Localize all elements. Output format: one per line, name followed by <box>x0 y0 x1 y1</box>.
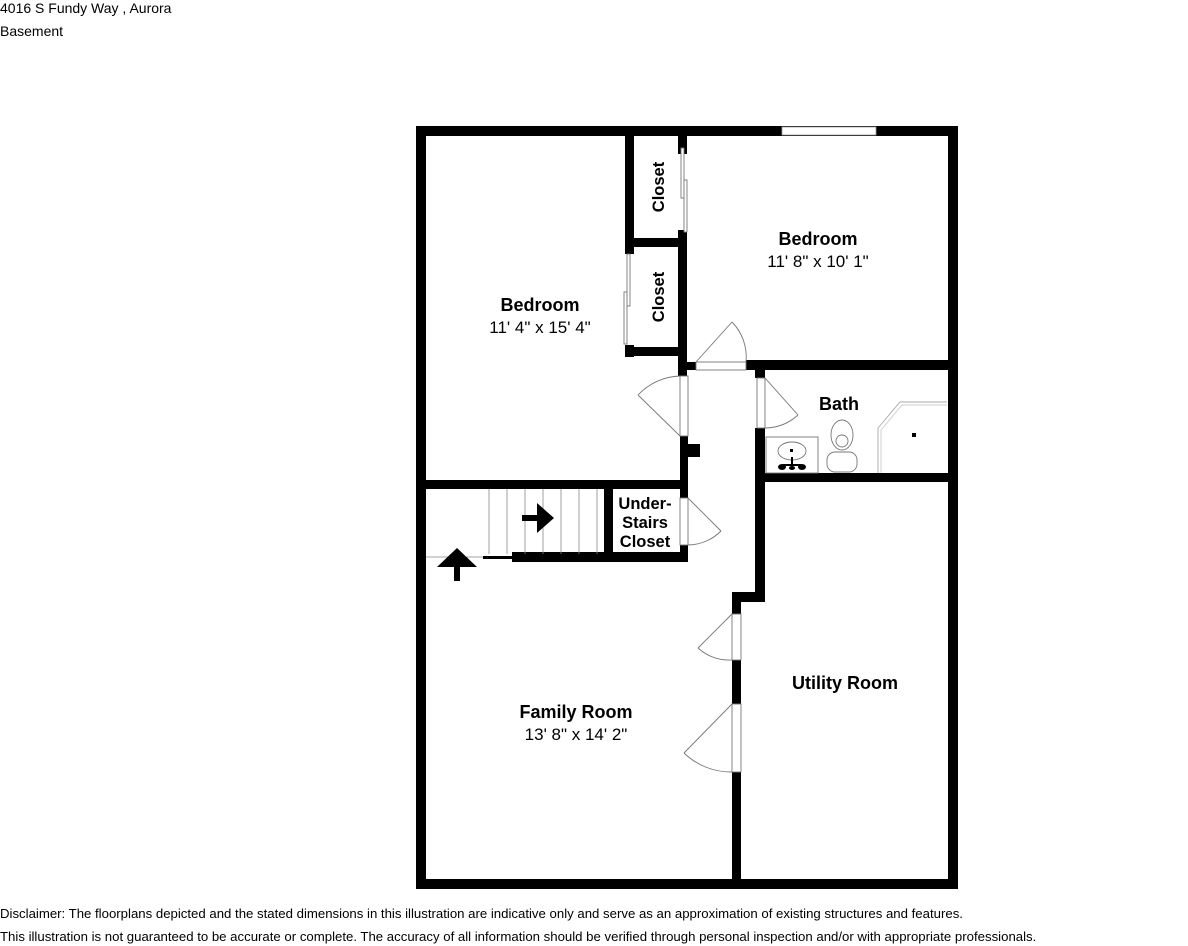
bath-fixtures <box>765 401 947 474</box>
shower-drain-icon <box>912 433 916 437</box>
doors <box>623 147 799 773</box>
room-label-closet-lower: Closet <box>650 271 668 322</box>
room-label-bedroom-left: Bedroom <box>500 295 579 315</box>
room-label-under-stairs-3: Closet <box>620 533 671 551</box>
outer-walls <box>416 126 958 889</box>
stair-arrow-right-icon <box>522 503 554 533</box>
room-label-utility-room: Utility Room <box>792 673 898 693</box>
room-dims-bedroom-left: 11' 4" x 15' 4" <box>489 318 590 337</box>
staircase <box>426 489 598 558</box>
floor-level-label: Basement <box>0 23 64 39</box>
window <box>781 126 877 136</box>
shower <box>877 401 947 473</box>
property-address: 4016 S Fundy Way , Aurora <box>0 0 172 16</box>
room-label-bath: Bath <box>819 394 859 414</box>
toilet-icon <box>830 419 854 451</box>
interior-walls <box>416 136 958 889</box>
room-dims-bedroom-right: 11' 8" x 10' 1" <box>767 252 868 271</box>
disclaimer-line-2: This illustration is not guaranteed to b… <box>0 929 1037 944</box>
room-label-bedroom-right: Bedroom <box>778 229 857 249</box>
room-dims-family-room: 13' 8" x 14' 2" <box>525 725 628 744</box>
room-label-family-room: Family Room <box>519 702 632 722</box>
room-label-under-stairs-1: Under- <box>618 495 671 513</box>
room-label-closet-upper: Closet <box>650 161 668 212</box>
room-label-under-stairs-2: Stairs <box>622 514 668 532</box>
disclaimer-line-1: Disclaimer: The floorplans depicted and … <box>0 906 963 921</box>
vanity <box>765 436 819 474</box>
stair-arrow-up-icon <box>437 548 477 581</box>
